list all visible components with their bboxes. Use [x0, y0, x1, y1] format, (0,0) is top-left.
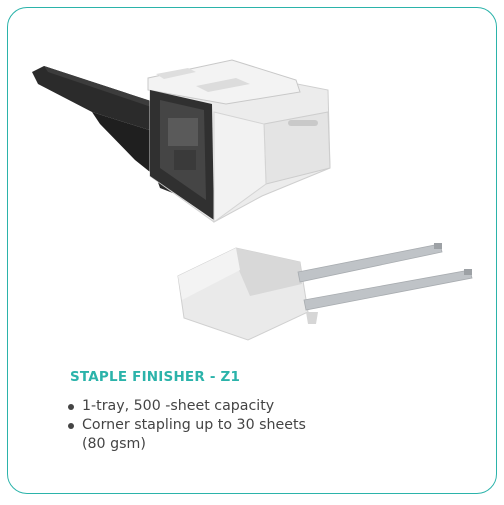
rail-lower [303, 269, 473, 311]
feature-item: 1-tray, 500 -sheet capacity [66, 397, 396, 416]
output-tray [32, 66, 162, 134]
staple-finisher-illustration-icon [32, 59, 473, 341]
feature-item-continuation: (80 gsm) [82, 436, 146, 452]
product-title: STAPLE FINISHER - Z1 [70, 369, 241, 385]
feature-list: 1-tray, 500 -sheet capacity Corner stapl… [66, 397, 396, 454]
feature-item: Corner stapling up to 30 sheets [66, 416, 396, 435]
rail-upper [297, 243, 443, 283]
